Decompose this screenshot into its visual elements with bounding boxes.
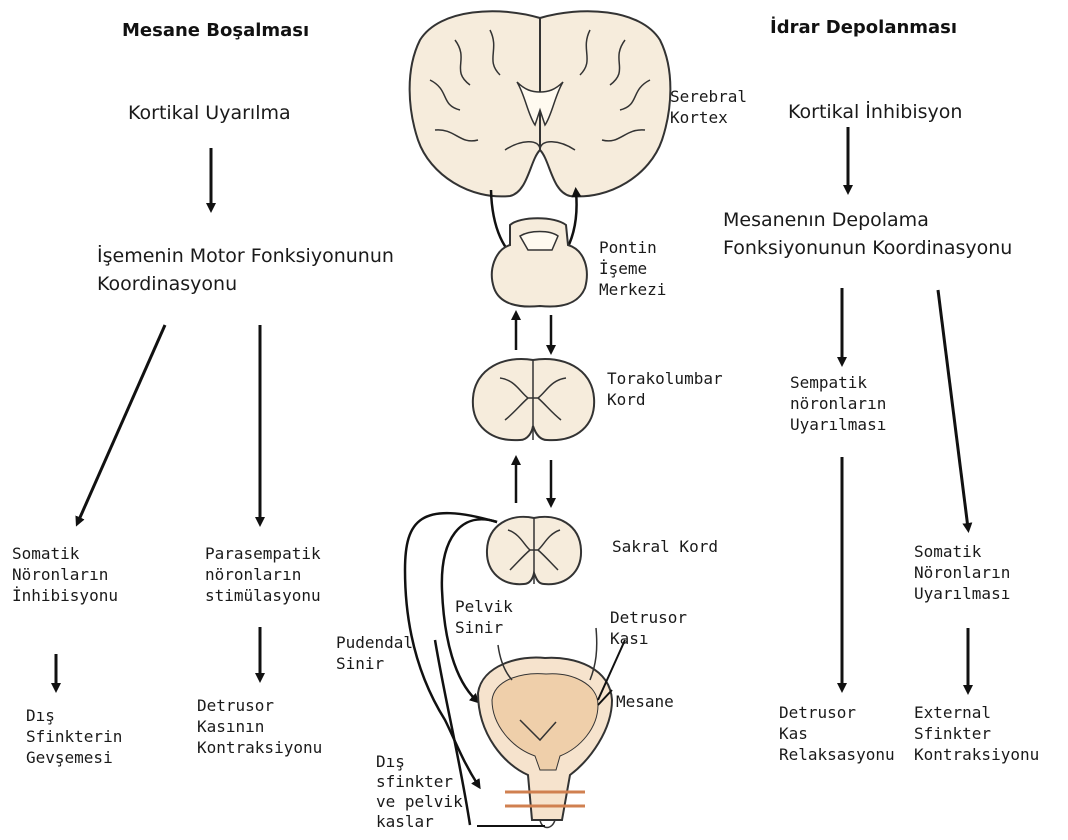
left-cortical-label: Kortikal Uyarılma bbox=[128, 100, 291, 126]
left-sphincter-label: Dış Sfinkterin Gevşemesi bbox=[26, 705, 122, 768]
cortex-label: Serebral Kortex bbox=[670, 86, 747, 128]
pelvic-nerve-label: Pelvik Sinir bbox=[455, 596, 513, 638]
right-somatic-label: Somatik Nöronların Uyarılması bbox=[914, 541, 1010, 604]
thoracolumbar-label: Torakolumbar Kord bbox=[607, 368, 723, 410]
right-sympathetic-label: Sempatik nöronların Uyarılması bbox=[790, 372, 886, 435]
thoraco-sacral-arrows bbox=[516, 460, 551, 503]
bladder-label: Mesane bbox=[616, 691, 674, 712]
left-parasympathetic-label: Parasempatik nöronların stimülasyonu bbox=[205, 543, 321, 606]
pudendal-nerve-path bbox=[405, 513, 497, 785]
arrow-coord-to-somatic bbox=[938, 290, 968, 528]
left-flow-arrows bbox=[56, 148, 260, 688]
left-detrusor-label: Detrusor Kasının Kontraksiyonu bbox=[197, 695, 322, 758]
pons-thoraco-arrows bbox=[516, 315, 551, 350]
thoracolumbar-cord-illustration bbox=[473, 359, 594, 440]
arrow-coord-to-somatic bbox=[78, 325, 165, 522]
sacral-cord-illustration bbox=[487, 517, 581, 584]
pontin-label: Pontin İşeme Merkezi bbox=[599, 237, 666, 300]
sacral-label: Sakral Kord bbox=[612, 536, 718, 557]
left-coordination-label: İşemenin Motor Fonksiyonunun Koordinasyo… bbox=[97, 242, 394, 298]
external-sphincter-label: Dış sfinkter ve pelvik kaslar bbox=[376, 752, 463, 832]
pudendal-nerve-label: Pudendal Sinir bbox=[336, 632, 413, 674]
left-title: Mesane Boşalması bbox=[122, 20, 309, 41]
right-sphincter-label: External Sfinkter Kontraksiyonu bbox=[914, 702, 1039, 765]
cerebral-cortex-illustration bbox=[410, 11, 671, 196]
right-coordination-label: Mesanenın Depolama Fonksiyonunun Koordin… bbox=[723, 206, 1012, 262]
detrusor-muscle-label: Detrusor Kası bbox=[610, 607, 687, 649]
left-somatic-label: Somatik Nöronların İnhibisyonu bbox=[12, 543, 118, 606]
right-detrusor-label: Detrusor Kas Relaksasyonu bbox=[779, 702, 895, 765]
bladder-illustration bbox=[478, 628, 612, 828]
right-cortical-label: Kortikal İnhibisyon bbox=[788, 99, 962, 125]
right-title: İdrar Depolanması bbox=[770, 17, 957, 38]
